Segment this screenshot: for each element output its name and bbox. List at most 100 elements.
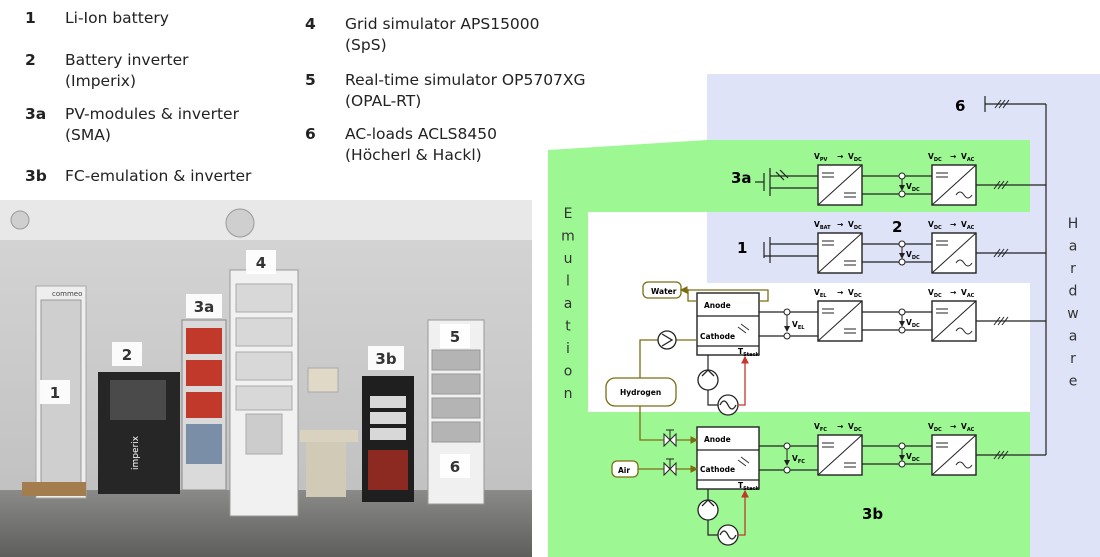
- legend-number: 3b: [25, 167, 47, 185]
- label-1: 1: [737, 239, 747, 257]
- side-letter: m: [561, 229, 575, 245]
- photo-tag-4: 4: [246, 250, 276, 274]
- legend-line-2: (Imperix): [65, 72, 136, 90]
- sma-inverter-2: [186, 360, 222, 386]
- legend-line-1: PV-modules & inverter: [65, 105, 239, 123]
- label-3a: 3a: [731, 169, 752, 187]
- arrow-glyph: →: [837, 152, 843, 161]
- inverter-output-label: VAC: [961, 220, 975, 231]
- converter-input-label: VEL: [814, 288, 827, 299]
- legend-number: 3a: [25, 105, 47, 123]
- dc-link-voltage-label: VDC: [906, 250, 920, 261]
- legend-number: 6: [305, 125, 316, 143]
- hydrogen-pump-icon: [657, 330, 677, 350]
- inverter-input-label: VDC: [928, 288, 942, 299]
- side-letter: d: [1069, 284, 1078, 300]
- legend-line-1: Real-time simulator OP5707XG: [345, 71, 586, 89]
- emulation-region: [548, 140, 1030, 557]
- electrolyzer-stack: Anode Cathode TStack: [696, 292, 760, 358]
- legend-number: 2: [25, 51, 36, 69]
- el-anode-label: Anode: [704, 301, 731, 310]
- fc-heater-icon: [717, 524, 739, 546]
- arrow-glyph: →: [950, 288, 956, 297]
- fc-cathode-label: Cathode: [700, 465, 735, 474]
- three-phase-marks: [993, 180, 1009, 190]
- legend-number: 4: [305, 15, 316, 33]
- fc-voltage-label: VFC: [792, 454, 805, 465]
- label-3b: 3b: [862, 505, 883, 523]
- arrow-glyph: →: [837, 220, 843, 229]
- photo-tag-label: 3a: [194, 298, 215, 316]
- side-letter: u: [564, 251, 573, 267]
- legend-text: FC-emulation & inverter: [65, 166, 251, 187]
- pv-control-units: [186, 424, 222, 464]
- fc-anode-label: Anode: [704, 435, 731, 444]
- legend-line-2: (SpS): [345, 36, 387, 54]
- legend-text: Battery inverter(Imperix): [65, 50, 189, 92]
- ac-bus: [984, 96, 1047, 455]
- opal-module-2: [431, 373, 481, 395]
- photo-tag-6: 6: [440, 454, 470, 478]
- opal-module-1: [431, 349, 481, 371]
- side-letter: o: [564, 364, 573, 380]
- grid-sim-module-4: [235, 385, 293, 411]
- photo-tag-2: 2: [112, 342, 142, 366]
- side-letter: r: [1070, 261, 1076, 277]
- fc-tstack-label: TStack: [738, 481, 759, 492]
- three-phase-marks: [993, 450, 1009, 460]
- photo-tag-5: 5: [440, 324, 470, 348]
- grid-sim-panel: [245, 413, 283, 455]
- dc-link-voltage-label: VDC: [906, 318, 920, 329]
- photo-tag-label: 4: [256, 254, 266, 272]
- hydrogen-valve-icon: [663, 429, 677, 448]
- pv-source-icon: [755, 168, 818, 196]
- inverter-input-label: VDC: [928, 220, 942, 231]
- fc-base-unit: [368, 450, 408, 490]
- side-letter: w: [1067, 306, 1078, 322]
- side-letter: r: [1070, 351, 1076, 367]
- photo-tag-3b: 3b: [368, 346, 404, 370]
- media-pipes: [638, 286, 769, 473]
- fc-voltage-arrow: VFC: [783, 442, 805, 474]
- commeo-logo: commeo: [52, 290, 82, 298]
- photo-tag-label: 5: [450, 328, 460, 346]
- water-label: Water: [651, 287, 677, 296]
- side-letter: a: [1069, 239, 1078, 255]
- table-body: [306, 442, 346, 497]
- fc-module-1: [370, 396, 406, 408]
- side-letter: i: [566, 341, 570, 357]
- inverter-input-label: VDC: [928, 152, 942, 163]
- converter-output-label: VDC: [848, 152, 862, 163]
- legend-text: Real-time simulator OP5707XG(OPAL-RT): [345, 70, 586, 112]
- grid-sim-module-1: [235, 283, 293, 313]
- legend-line-1: FC-emulation & inverter: [65, 167, 252, 185]
- arrow-glyph: →: [950, 152, 956, 161]
- grid-sim-module-3: [235, 351, 293, 381]
- legend-text: Grid simulator APS15000(SpS): [345, 14, 540, 56]
- arrow-glyph: →: [950, 220, 956, 229]
- heat-return-lines: [738, 355, 749, 536]
- el-heater-icon: [717, 394, 739, 416]
- legend-text: AC-loads ACLS8450(Höcherl & Hackl): [345, 124, 497, 166]
- inverter-output-label: VAC: [961, 422, 975, 433]
- pallet: [22, 482, 86, 496]
- inverter-input-label: VDC: [928, 422, 942, 433]
- photo-tag-1: 1: [40, 380, 70, 404]
- label-6: 6: [955, 97, 965, 115]
- air-valve-icon: [663, 458, 677, 477]
- bus-3-phase-marks: [994, 99, 1010, 109]
- ceiling-vent-left: [10, 210, 30, 230]
- converter-input-label: VBAT: [814, 220, 831, 231]
- arrow-glyph: →: [837, 288, 843, 297]
- battery-icon: [763, 237, 818, 263]
- legend-line-1: AC-loads ACLS8450: [345, 125, 497, 143]
- label-2: 2: [892, 218, 902, 236]
- converter-output-label: VDC: [848, 288, 862, 299]
- side-letter: e: [1069, 374, 1078, 390]
- side-letter: H: [1068, 216, 1079, 232]
